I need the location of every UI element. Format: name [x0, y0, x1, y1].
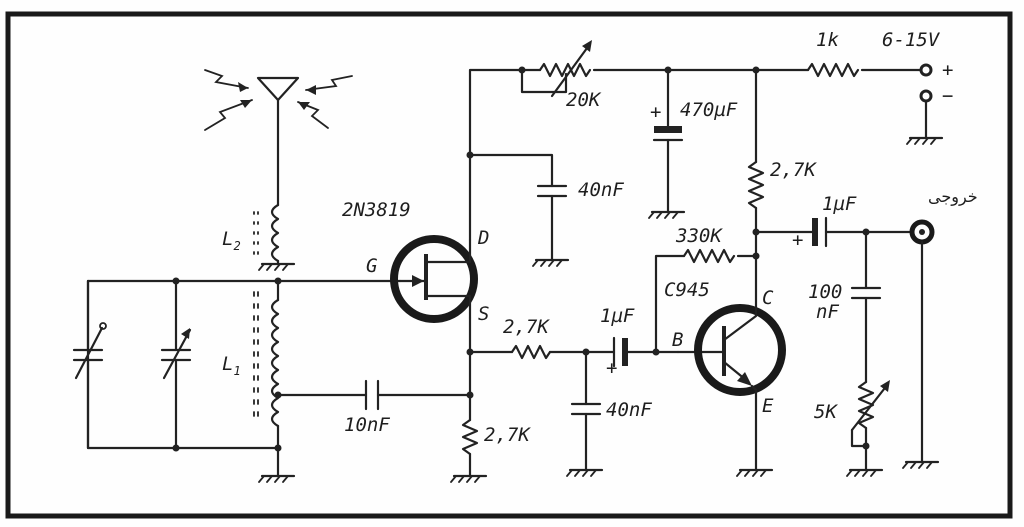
resistor-330k: [682, 248, 758, 264]
inductor-l2: [253, 203, 296, 271]
capacitor-40nf-base-label: 40nF: [606, 399, 652, 421]
potentiometer-5k-label: 5K: [814, 401, 838, 423]
l2-label: L2: [222, 228, 241, 253]
resistor-source-series: [510, 344, 552, 360]
bjt-part-label: C945: [664, 279, 710, 301]
output-jack: [902, 219, 940, 469]
gate-label: G: [366, 255, 377, 277]
capacitor-1uf-output-plus: +: [792, 229, 803, 251]
capacitor-1uf-base-plus: +: [606, 357, 617, 379]
bjt-transistor: [694, 254, 786, 477]
supply-positive-label: +: [942, 59, 953, 81]
capacitor-100nf-unit: nF: [816, 301, 839, 323]
capacitor-10nf: [364, 379, 380, 411]
capacitor-470uf: [648, 68, 686, 219]
l1-label: L1: [222, 353, 241, 378]
resistor-1k-label: 1k: [816, 29, 839, 51]
resistor-collector: [747, 160, 765, 258]
resistor-source-series-label: 2,7K: [503, 316, 550, 338]
jfet-transistor: [390, 235, 478, 323]
supply-negative-label: −: [942, 85, 953, 107]
capacitor-470uf-plus: +: [650, 101, 661, 123]
capacitor-40nf-drain-label: 40nF: [578, 179, 624, 201]
capacitor-1uf-output: [754, 216, 914, 248]
ground-icon: [258, 446, 296, 483]
resistor-collector-label: 2,7K: [770, 159, 817, 181]
antenna-icon: [204, 69, 353, 207]
resistor-source-ground-label: 2,7K: [484, 424, 531, 446]
capacitor-40nf-drain: [468, 153, 570, 267]
drain-wire: [468, 68, 524, 242]
collector-label: C: [762, 287, 774, 309]
trim-resistor-20k: [520, 40, 758, 98]
tank-loop-wire: [86, 279, 280, 450]
inductor-l1: [253, 279, 280, 450]
capacitor-10nf-label: 10nF: [344, 414, 390, 436]
resistor-source-ground: [450, 418, 488, 483]
potentiometer-5k: [846, 380, 890, 477]
variable-capacitor-right: [160, 279, 192, 450]
emitter-label: E: [762, 395, 774, 417]
capacitor-1uf-base-label: 1µF: [600, 305, 635, 327]
source-label: S: [478, 303, 489, 325]
capacitor-1uf-base: [612, 336, 680, 368]
base-label: B: [672, 329, 683, 351]
capacitor-1uf-output-label: 1µF: [822, 193, 857, 215]
drain-label: D: [477, 227, 489, 249]
output-label: خروجی: [928, 187, 978, 207]
capacitor-100nf-value: 100: [808, 281, 842, 303]
supply-terminals: [906, 63, 944, 145]
resistor-1k: [806, 62, 922, 78]
diagram-border: [5, 11, 1013, 519]
jfet-part-label: 2N3819: [342, 199, 411, 221]
capacitor-40nf-base: [566, 350, 604, 477]
variable-capacitor-left: [72, 279, 107, 450]
resistor-330k-label: 330K: [675, 225, 723, 247]
feedback-wire: [654, 254, 686, 354]
supply-voltage-label: 6-15V: [882, 29, 941, 51]
capacitor-100nf: [850, 230, 882, 384]
capacitor-470uf-label: 470µF: [680, 99, 738, 121]
trim-resistor-20k-label: 20K: [566, 89, 602, 111]
